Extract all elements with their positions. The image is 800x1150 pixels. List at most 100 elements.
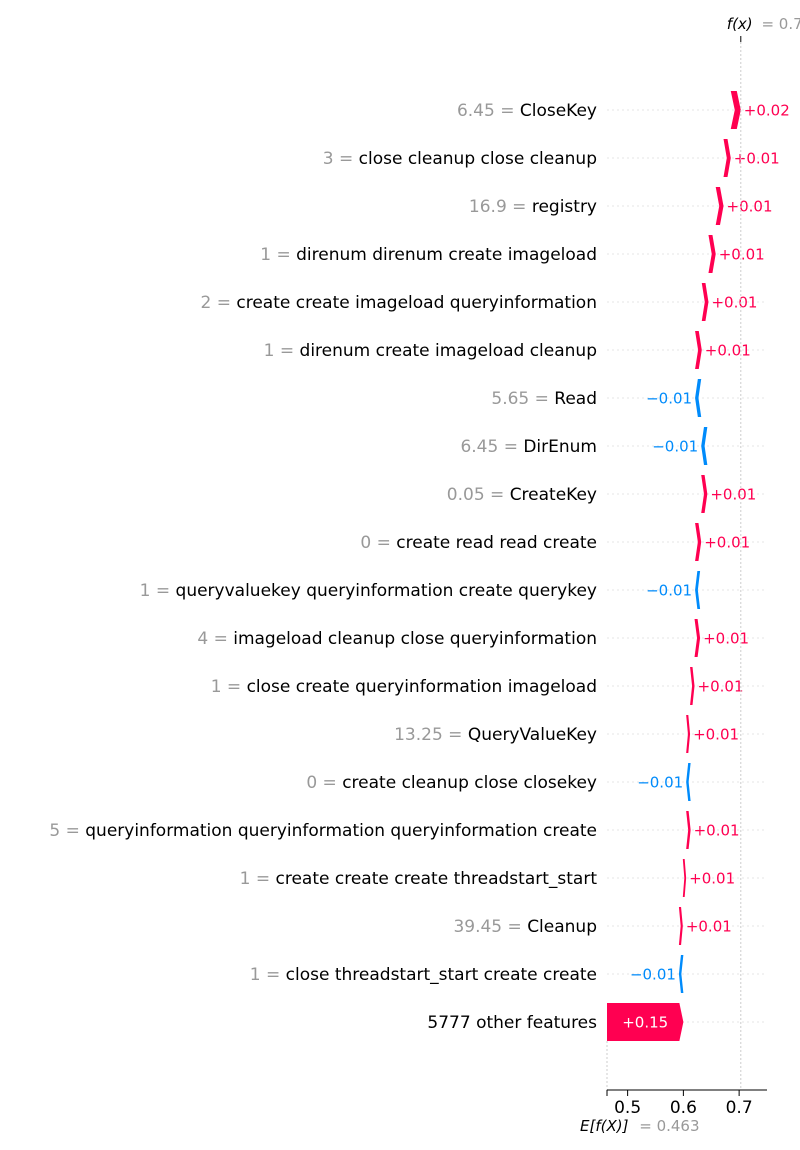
contribution-label: −0.01 — [652, 438, 698, 456]
feature-label: 6.45 = CloseKey — [457, 101, 597, 121]
feature-name: imageload cleanup close queryinformation — [233, 629, 597, 649]
contribution-label: +0.01 — [693, 726, 739, 744]
output-label: f(x) — [727, 15, 753, 33]
contribution-label: −0.01 — [646, 582, 692, 600]
feature-name: CreateKey — [510, 485, 597, 505]
feature-label: 2 = create create imageload queryinforma… — [201, 293, 598, 313]
contribution-label: +0.01 — [705, 342, 751, 360]
contribution-label: +0.01 — [703, 630, 749, 648]
feature-labels: 6.45 = CloseKey 3 = close cleanup close c… — [49, 101, 597, 1033]
contribution-bar — [695, 379, 702, 417]
feature-label: 1 = close threadstart_start create creat… — [250, 965, 597, 985]
feature-value: 0 = — [306, 773, 342, 793]
contribution-label: +0.01 — [710, 486, 756, 504]
feature-value: 5 = — [49, 821, 85, 841]
contribution-bar — [723, 139, 731, 177]
x-axis-ticks: 0.5 0.6 0.7 — [614, 1090, 753, 1118]
feature-name: close cleanup close cleanup — [359, 149, 597, 169]
x-tick-label: 0.5 — [614, 1098, 641, 1118]
feature-value: 2 = — [201, 293, 237, 313]
feature-value: 3 = — [323, 149, 359, 169]
contribution-labels: +0.02 +0.01 +0.01 +0.01 +0.01 +0.01 −0.01 −0.01… — [622, 102, 790, 1032]
feature-label: 6.45 = DirEnum — [460, 437, 597, 457]
feature-name: CloseKey — [520, 101, 597, 121]
contribution-bar — [695, 571, 701, 609]
contribution-bar — [690, 667, 695, 705]
feature-name: create cleanup close closekey — [342, 773, 597, 793]
feature-label: 0 = create read read create — [360, 533, 597, 553]
feature-name: QueryValueKey — [468, 725, 597, 745]
contribution-bar — [686, 763, 691, 801]
feature-value: 13.25 = — [394, 725, 468, 745]
contribution-label: +0.01 — [704, 534, 750, 552]
feature-label: 1 = direnum create imageload cleanup — [264, 341, 597, 361]
x-tick-label: 0.6 — [670, 1098, 697, 1118]
contribution-bar — [695, 331, 702, 369]
feature-name: close threadstart_start create create — [286, 965, 597, 985]
contribution-label: +0.01 — [694, 822, 740, 840]
contribution-bar — [695, 523, 702, 561]
contribution-label: +0.01 — [686, 918, 732, 936]
contribution-bar — [686, 811, 691, 849]
contribution-bar — [701, 427, 708, 465]
contribution-label: +0.01 — [719, 246, 765, 264]
contribution-label: +0.01 — [734, 150, 780, 168]
feature-label: 39.45 = Cleanup — [453, 917, 597, 937]
contribution-bar — [701, 283, 709, 321]
contribution-bar — [708, 235, 716, 273]
contribution-label: +0.01 — [727, 198, 773, 216]
feature-value: 39.45 = — [453, 917, 527, 937]
feature-name: registry — [532, 197, 597, 217]
contribution-label: +0.01 — [689, 870, 735, 888]
feature-label: 4 = imageload cleanup close queryinforma… — [197, 629, 597, 649]
contribution-bar — [678, 907, 683, 945]
feature-name: create create create threadstart_start — [275, 869, 597, 889]
contribution-label: +0.02 — [744, 102, 790, 120]
x-tick-label: 0.7 — [726, 1098, 753, 1118]
output-value-text: = 0.7 — [761, 15, 800, 33]
feature-value: 1 = — [260, 245, 296, 265]
contribution-bar — [701, 475, 708, 513]
feature-label: 0 = create cleanup close closekey — [306, 773, 597, 793]
feature-label: 1 = close create queryinformation imagel… — [211, 677, 597, 697]
contribution-bar — [730, 91, 741, 129]
feature-value: 6.45 = — [460, 437, 523, 457]
feature-value: 0.05 = — [447, 485, 510, 505]
feature-name: queryinformation queryinformation queryi… — [85, 821, 597, 841]
base-label: E[f(X)] — [580, 1117, 629, 1135]
contribution-label: −0.01 — [646, 390, 692, 408]
feature-name: Read — [554, 389, 597, 409]
feature-value: 16.9 = — [469, 197, 532, 217]
feature-value: 5.65 = — [491, 389, 554, 409]
contribution-bar — [715, 187, 724, 225]
contribution-bars — [607, 91, 741, 1041]
feature-label: 13.25 = QueryValueKey — [394, 725, 597, 745]
contribution-bar — [686, 715, 691, 753]
feature-value: 1 = — [264, 341, 300, 361]
contribution-bar — [682, 859, 687, 897]
contribution-label: +0.01 — [698, 678, 744, 696]
contribution-label: +0.01 — [711, 294, 757, 312]
feature-label: 5.65 = Read — [491, 389, 597, 409]
feature-value: 1 = — [240, 869, 276, 889]
feature-name: close create queryinformation imageload — [247, 677, 597, 697]
contribution-bar — [694, 619, 701, 657]
contribution-bar — [678, 955, 684, 993]
feature-value: 1 = — [211, 677, 247, 697]
feature-value: 0 = — [360, 533, 396, 553]
feature-value: 1 = — [250, 965, 286, 985]
base-value-title: E[f(X)] = 0.463 — [580, 1117, 700, 1135]
feature-label: 1 = create create create threadstart_sta… — [240, 869, 598, 889]
feature-label: 5777 other features — [427, 1013, 597, 1033]
feature-label: 1 = queryvaluekey queryinformation creat… — [140, 581, 597, 601]
feature-name: direnum direnum create imageload — [296, 245, 597, 265]
base-value-text: = 0.463 — [639, 1117, 699, 1135]
feature-label: 0.05 = CreateKey — [447, 485, 597, 505]
feature-label: 1 = direnum direnum create imageload — [260, 245, 597, 265]
feature-label: 16.9 = registry — [469, 197, 597, 217]
other-features-bar — [607, 1003, 684, 1041]
feature-name: queryvaluekey queryinformation create qu… — [176, 581, 597, 601]
feature-label: 5 = queryinformation queryinformation qu… — [49, 821, 597, 841]
feature-name: DirEnum — [523, 437, 597, 457]
